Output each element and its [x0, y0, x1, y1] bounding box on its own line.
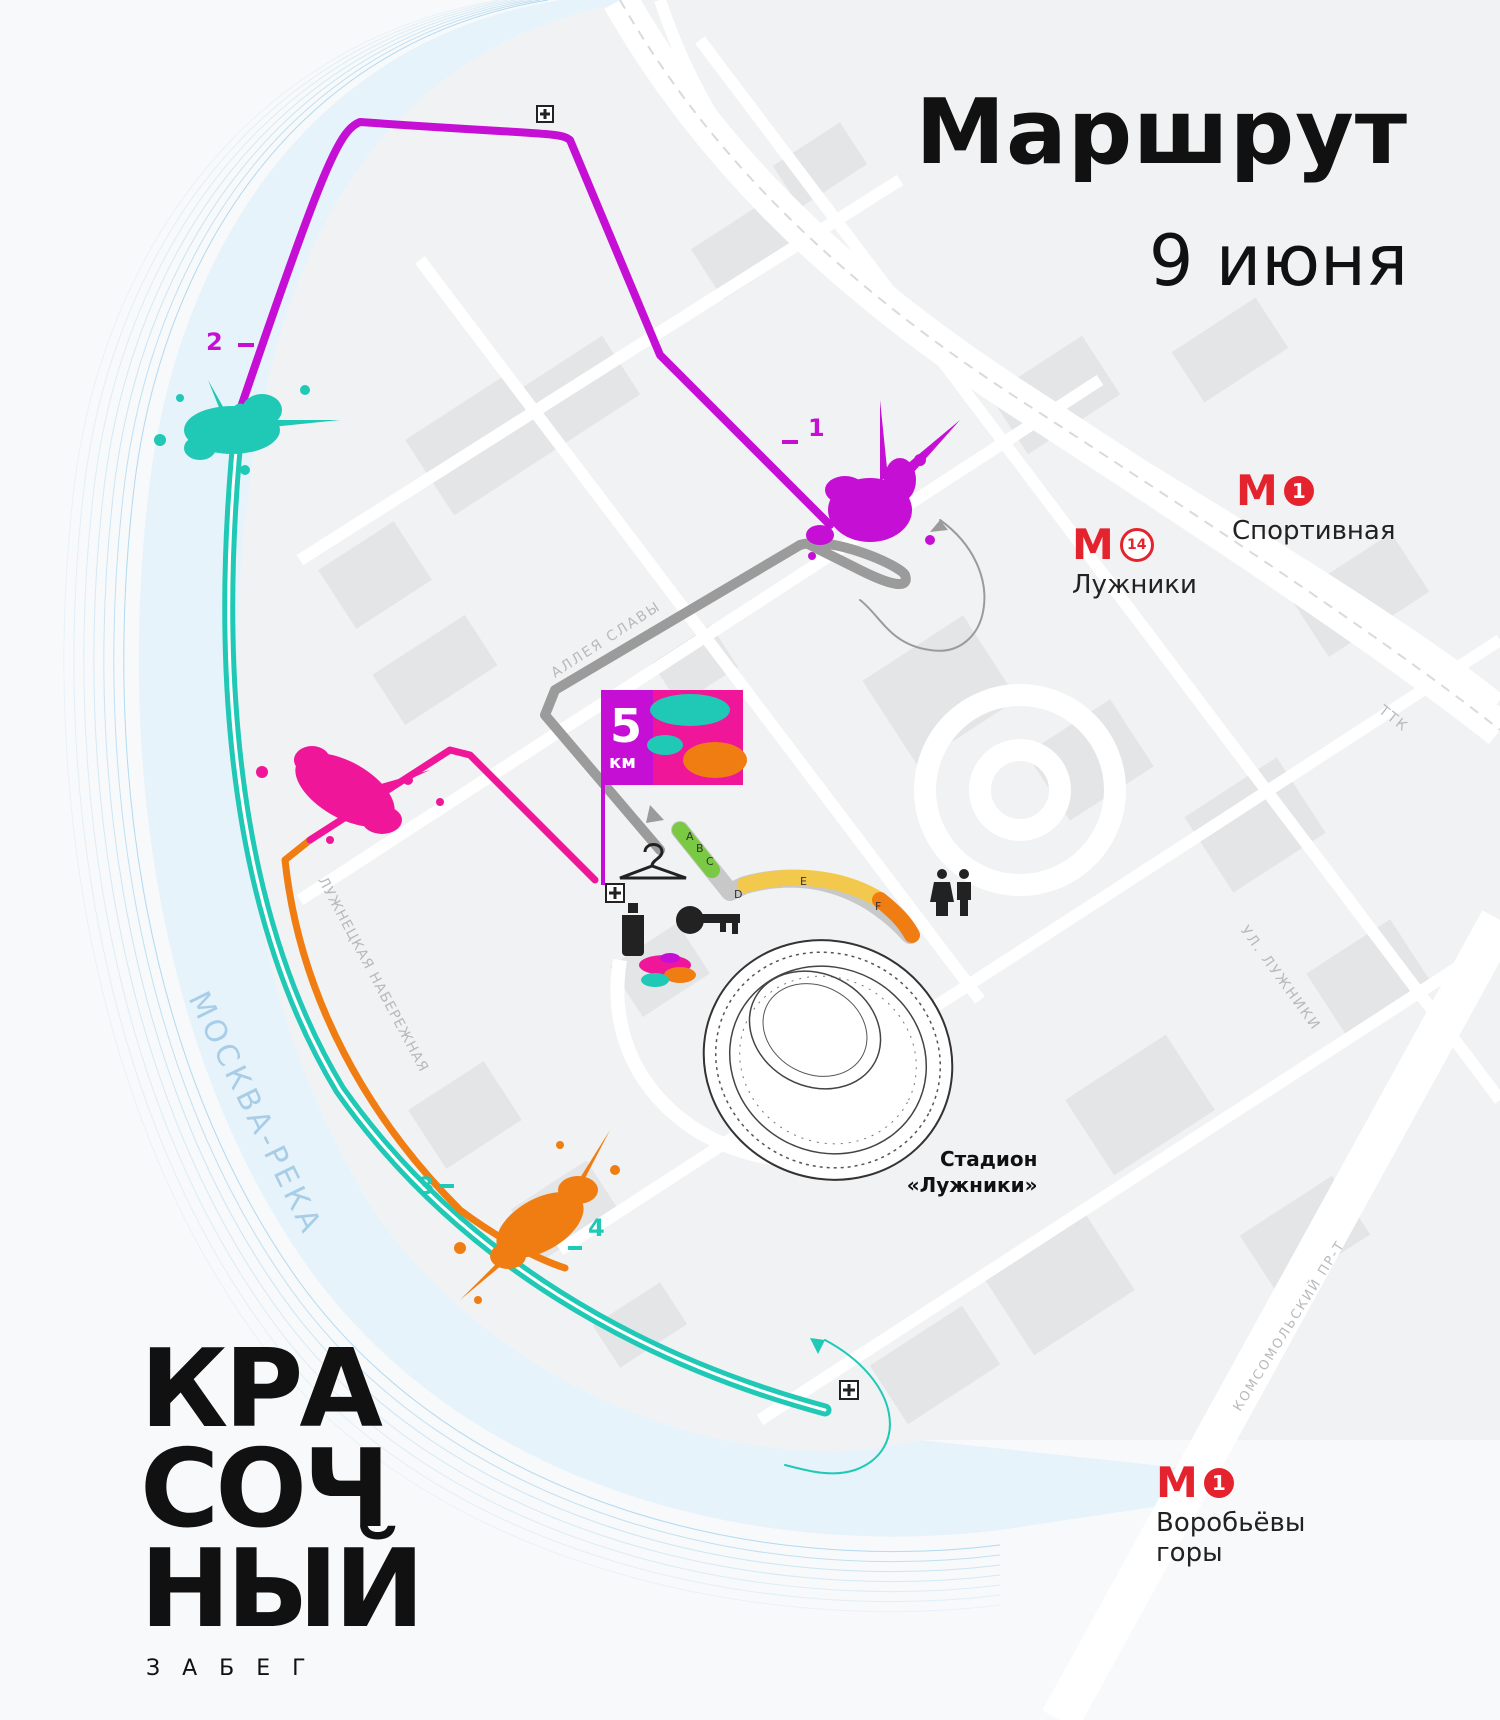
checkpoint-label-4: 4	[588, 1214, 605, 1242]
paint-splash-orange	[454, 1130, 620, 1304]
paint-splash-purple	[806, 400, 960, 560]
first-aid-icon	[536, 105, 554, 123]
start-zone-b: B	[696, 842, 704, 855]
turnaround-arrow-north	[859, 519, 986, 652]
hanger-icon	[619, 843, 687, 880]
paint-splash-mini	[639, 953, 696, 987]
key-icon	[676, 906, 740, 934]
start-zone-f: F	[875, 900, 881, 913]
distance-value: 5	[610, 699, 642, 753]
start-zone-letters: A B C D E F	[686, 830, 881, 913]
start-zone-a: A	[686, 830, 694, 843]
checkpoint-ticks	[238, 343, 798, 1250]
page-title: Маршрут	[915, 80, 1408, 185]
turnaround-arrow-south	[784, 1339, 891, 1475]
start-zone-e: E	[800, 875, 807, 888]
logo-line-2: СОЧ	[140, 1427, 390, 1552]
turn-arrowhead-teal	[810, 1338, 825, 1354]
turn-arrowhead-gray	[930, 520, 948, 532]
start-zone-d: D	[734, 888, 742, 901]
stadium-label: Стадион «Лужники»	[890, 1146, 1038, 1198]
metro-line-badge: 1	[1203, 1468, 1234, 1498]
metro-station-name: Спортивная	[1232, 516, 1396, 546]
metro-vorobyovy-gory: М 1 Воробьёвы горы	[1156, 1458, 1326, 1569]
metro-line-badge: 1	[1283, 476, 1314, 506]
metro-icon: М	[1072, 520, 1114, 569]
event-date: 9 июня	[1148, 220, 1408, 302]
stadium-icon	[702, 939, 954, 1181]
logo-tagline: ЗАБЕГ	[146, 1656, 328, 1681]
ttk-road	[604, 0, 1500, 745]
route-purple-segment	[236, 118, 834, 529]
paint-splash-teal	[154, 380, 340, 475]
event-logo: КРА СОЧ НЫЙ ЗАБЕГ	[140, 1327, 425, 1682]
metro-sportivnaya: М 1 Спортивная	[1232, 466, 1396, 547]
distance-unit: км	[609, 752, 636, 773]
stadium-label-line1: Стадион	[940, 1147, 1038, 1171]
metro-icon: М	[1236, 466, 1278, 515]
first-aid-icon	[605, 883, 625, 903]
logo-line-3: НЫЙ	[140, 1527, 425, 1652]
toilet-icon	[930, 869, 971, 916]
route-gray-turnaround	[795, 538, 911, 590]
checkpoint-label-3: 3	[418, 1172, 435, 1200]
metro-icon: М	[1156, 1458, 1198, 1507]
metro-luzhniki: М 14 Лужники	[1072, 520, 1197, 601]
first-aid-icon	[839, 1380, 859, 1400]
checkpoint-label-2: 2	[206, 328, 223, 356]
stadium-label-line2: «Лужники»	[906, 1173, 1038, 1197]
start-zone-c: C	[706, 855, 714, 868]
finish-flag-icon	[601, 690, 747, 885]
logo-line-1: КРА	[140, 1327, 383, 1452]
komsomolsky-road	[1042, 910, 1500, 1720]
water-bottle-icon	[622, 903, 644, 956]
paint-splash-magenta	[256, 746, 444, 844]
metro-station-name: Воробьёвы горы	[1156, 1508, 1306, 1568]
metro-station-name: Лужники	[1072, 570, 1197, 600]
checkpoint-label-1: 1	[808, 414, 825, 442]
direction-arrowhead	[646, 805, 664, 823]
metro-line-badge: 14	[1119, 528, 1154, 562]
